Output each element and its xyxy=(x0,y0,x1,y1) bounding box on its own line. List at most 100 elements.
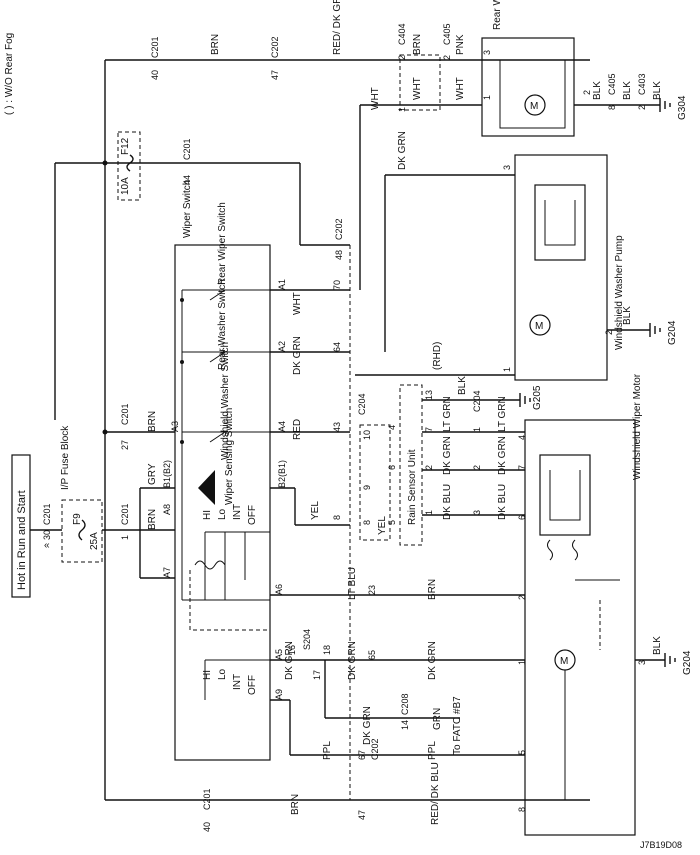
svg-text:64: 64 xyxy=(332,342,342,352)
washer-pump-motor-icon xyxy=(529,314,551,336)
svg-text:48: 48 xyxy=(334,250,344,260)
power-source-label: Hot in Run and Start xyxy=(16,490,28,590)
rear-motor-icon xyxy=(524,94,546,116)
svg-text:3: 3 xyxy=(637,660,647,665)
svg-text:C202: C202 xyxy=(270,36,280,58)
svg-text:6: 6 xyxy=(387,465,397,470)
svg-text:M: M xyxy=(535,321,543,332)
washer-pump-box xyxy=(514,154,608,381)
svg-text:OFF: OFF xyxy=(247,675,258,695)
svg-text:6: 6 xyxy=(517,515,527,520)
ground-g304: G304 xyxy=(677,95,688,120)
svg-text:5: 5 xyxy=(387,520,397,525)
svg-text:HI: HI xyxy=(202,510,213,520)
windshield-wiper-motor-label: Windshield Wiper Motor xyxy=(632,373,643,480)
svg-text:C208: C208 xyxy=(400,693,410,715)
svg-text:2: 2 xyxy=(517,595,527,600)
svg-text:A6: A6 xyxy=(274,584,284,595)
svg-text:RED: RED xyxy=(292,419,303,440)
svg-text:«: « xyxy=(44,540,50,551)
svg-text:RED/ DK BLU: RED/ DK BLU xyxy=(430,762,441,825)
svg-text:WHT: WHT xyxy=(412,77,423,100)
svg-text:HI: HI xyxy=(202,670,213,680)
svg-text:BRN: BRN xyxy=(147,411,158,432)
svg-text:67: 67 xyxy=(357,750,367,760)
svg-text:C202: C202 xyxy=(370,738,380,760)
svg-text:RED/ DK GRN: RED/ DK GRN xyxy=(332,0,343,55)
svg-text:M: M xyxy=(530,101,538,112)
fuse-block-f9 xyxy=(61,499,103,563)
svg-text:2: 2 xyxy=(472,465,482,470)
svg-text:DK BLU: DK BLU xyxy=(497,484,508,520)
svg-text:17: 17 xyxy=(312,670,322,680)
rear-wiper-motor-box xyxy=(481,37,575,137)
svg-text:OFF: OFF xyxy=(247,505,258,525)
fuse-f9-label: F9 xyxy=(72,513,83,525)
svg-text:Lo: Lo xyxy=(217,508,228,520)
svg-text:YEL: YEL xyxy=(377,516,388,535)
svg-text:GRY: GRY xyxy=(147,463,158,485)
svg-text:30: 30 xyxy=(42,530,52,540)
svg-text:LT GRN: LT GRN xyxy=(442,396,453,432)
svg-text:Rear Wiper Switch: Rear Wiper Switch xyxy=(217,202,228,285)
svg-text:BLK: BLK xyxy=(622,81,633,100)
svg-text:1: 1 xyxy=(397,107,407,112)
svg-text:B1(B2): B1(B2) xyxy=(162,460,172,488)
svg-text:2: 2 xyxy=(582,90,592,95)
ground-g205: G205 xyxy=(532,385,543,410)
svg-text:BLK: BLK xyxy=(457,376,468,395)
svg-text:BRN: BRN xyxy=(210,34,221,55)
svg-text:BLK: BLK xyxy=(652,81,663,100)
svg-text:BLK: BLK xyxy=(592,81,603,100)
svg-text:47: 47 xyxy=(357,810,367,820)
svg-text:C201: C201 xyxy=(202,788,212,810)
svg-text:DK GRN: DK GRN xyxy=(362,706,373,745)
svg-text:BRN: BRN xyxy=(427,579,438,600)
svg-text:A9: A9 xyxy=(274,689,284,700)
svg-text:BLK: BLK xyxy=(652,636,663,655)
svg-text:A4: A4 xyxy=(277,421,287,432)
svg-text:S204: S204 xyxy=(302,629,312,650)
svg-text:9: 9 xyxy=(362,485,372,490)
svg-text:27: 27 xyxy=(120,440,130,450)
svg-text:2: 2 xyxy=(637,105,647,110)
svg-text:7: 7 xyxy=(424,427,434,432)
svg-text:C201: C201 xyxy=(182,138,192,160)
svg-text:DK BLU: DK BLU xyxy=(442,484,453,520)
svg-text:A1: A1 xyxy=(277,279,287,290)
svg-text:DK GRN: DK GRN xyxy=(284,641,295,680)
legend-note: ( ) : W/O Rear Fog xyxy=(4,33,15,115)
svg-text:1: 1 xyxy=(120,535,130,540)
svg-text:A7: A7 xyxy=(162,567,172,578)
svg-text:YEL: YEL xyxy=(310,501,321,520)
svg-text:40: 40 xyxy=(150,70,160,80)
rear-wiper-motor-label: Rear Wiper Motor xyxy=(492,0,503,30)
svg-text:DK GRN: DK GRN xyxy=(497,436,508,475)
svg-text:LT GRN: LT GRN xyxy=(497,396,508,432)
svg-text:LT BLU: LT BLU xyxy=(347,567,358,600)
svg-text:BRN: BRN xyxy=(147,509,158,530)
svg-text:4: 4 xyxy=(517,435,527,440)
svg-text:2: 2 xyxy=(442,55,452,60)
svg-text:2: 2 xyxy=(397,55,407,60)
windshield-wiper-motor-box xyxy=(524,419,636,836)
svg-text:A2: A2 xyxy=(277,341,287,352)
svg-text:A3: A3 xyxy=(170,421,180,432)
svg-text:INT: INT xyxy=(232,674,243,690)
fuse-block-label: I/P Fuse Block xyxy=(60,425,71,490)
svg-text:BLK: BLK xyxy=(622,306,633,325)
svg-text:DK GRN: DK GRN xyxy=(427,641,438,680)
ground-g204-bottom: G204 xyxy=(682,650,693,675)
sensing-switch-wedge xyxy=(198,470,215,505)
svg-text:C404: C404 xyxy=(397,23,407,45)
svg-text:GRN: GRN xyxy=(432,708,443,730)
power-source-box xyxy=(11,454,31,598)
svg-text:B2(B1): B2(B1) xyxy=(277,460,287,488)
svg-text:C201: C201 xyxy=(42,503,52,525)
svg-text:10: 10 xyxy=(362,430,372,440)
svg-text:PNK: PNK xyxy=(455,34,466,55)
svg-text:23: 23 xyxy=(367,585,377,595)
svg-text:1: 1 xyxy=(517,660,527,665)
svg-text:40: 40 xyxy=(202,822,212,832)
svg-text:DK GRN: DK GRN xyxy=(292,336,303,375)
